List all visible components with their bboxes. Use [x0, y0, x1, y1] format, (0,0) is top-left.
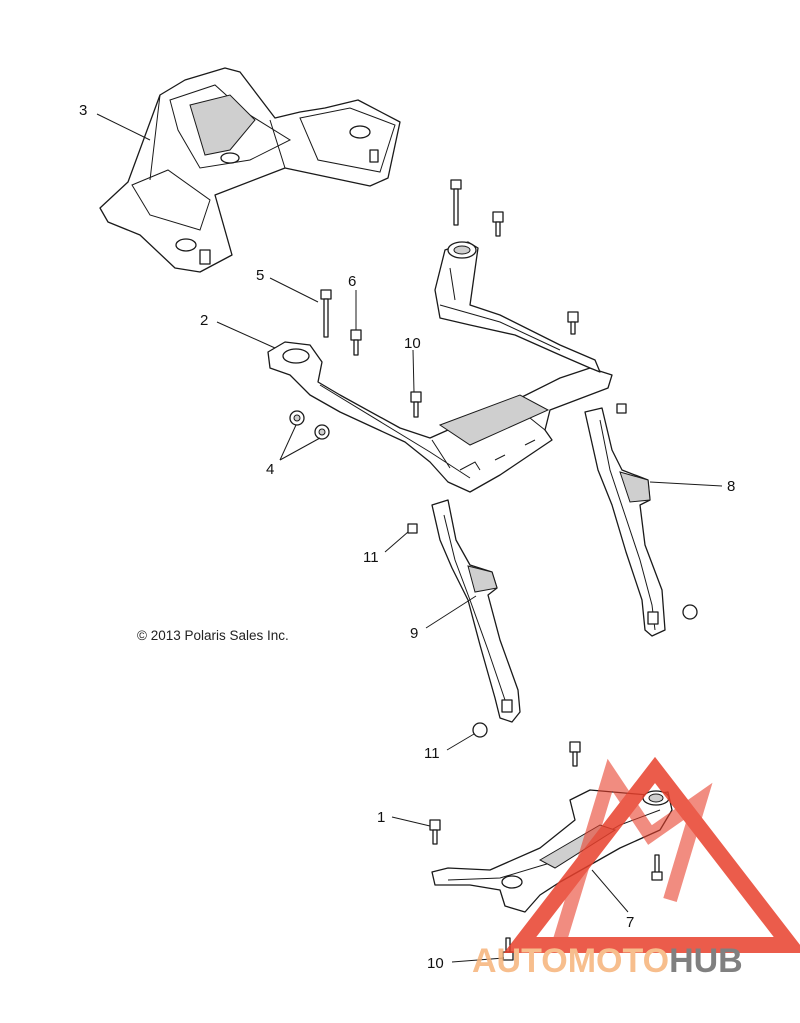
- svg-text:AUTOMOTOHUB: AUTOMOTOHUB: [472, 942, 743, 980]
- bolt-part-6: [350, 329, 362, 356]
- bolt-part-5: [320, 289, 332, 338]
- bolt-top-short: [492, 211, 504, 237]
- callout-9: 9: [410, 625, 418, 642]
- leader-lines: [96, 113, 723, 963]
- callout-4: 4: [266, 461, 274, 478]
- bolt-top-long: [450, 179, 462, 226]
- nut-part-11-lower: [472, 722, 488, 738]
- bolt-part-1: [429, 819, 441, 845]
- part-3-upper-bracket: [99, 67, 401, 273]
- part-9-left-rail: [431, 499, 521, 723]
- automotohub-watermark: AUTOMOTOHUB: [472, 756, 800, 980]
- callout-7: 7: [626, 914, 634, 931]
- callout-labels: 3 2 5 6 10 4 11 9 8 11 1 7 10: [79, 102, 735, 972]
- watermark-inner-mark-icon: [553, 758, 713, 943]
- bolt-group: [320, 179, 663, 961]
- bolt-part-10-upper: [410, 391, 422, 418]
- callout-10-lower: 10: [427, 955, 444, 972]
- callout-11-lower: 11: [424, 745, 440, 762]
- copyright-notice: © 2013 Polaris Sales Inc.: [137, 628, 289, 643]
- callout-6: 6: [348, 273, 356, 290]
- watermark-word-automoto: AUTOMOTO: [472, 942, 669, 980]
- part-2-cross-member: [267, 241, 613, 493]
- bolt-lower-right: [651, 854, 663, 881]
- callout-5: 5: [256, 267, 264, 284]
- part-8-right-rail: [584, 407, 666, 637]
- nut-group: [289, 403, 698, 738]
- watermark-word-hub: HUB: [669, 942, 743, 980]
- callout-11-upper: 11: [363, 549, 379, 566]
- nut-right-upper: [616, 403, 627, 414]
- callout-3: 3: [79, 102, 87, 119]
- bolt-right-upper: [567, 311, 579, 335]
- callout-2: 2: [200, 312, 208, 329]
- callout-1: 1: [377, 809, 385, 826]
- callout-10-upper: 10: [404, 335, 421, 352]
- nut-right-lower: [682, 604, 698, 620]
- bolt-lower-top: [569, 741, 581, 767]
- nut-part-11-upper: [407, 523, 418, 534]
- callout-8: 8: [727, 478, 735, 495]
